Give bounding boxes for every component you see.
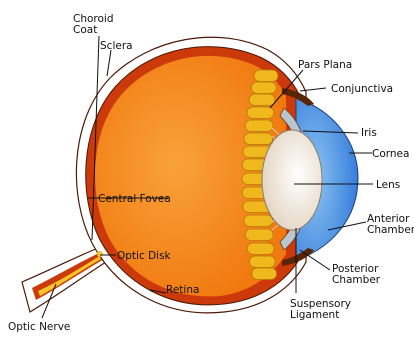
lens [262, 130, 322, 230]
label-pars-plana: Pars Plana [298, 59, 352, 71]
ciliary-lobe [250, 256, 276, 268]
ciliary-lobe [244, 215, 273, 227]
label-line: Cornea [372, 148, 409, 160]
ciliary-lobe [245, 120, 273, 132]
label-sclera: Sclera [100, 40, 133, 52]
label-line: Coat [73, 24, 97, 36]
label-conjunctiva: Conjunctiva [331, 83, 393, 95]
label-optic-disk: Optic Disk [117, 250, 172, 262]
label-line: Ligament [290, 309, 339, 321]
label-iris: Iris [361, 127, 377, 139]
leader-sclera [107, 50, 111, 76]
label-line: Sclera [100, 40, 133, 52]
ciliary-lobe [254, 70, 278, 82]
ciliary-lobe [245, 229, 273, 241]
ciliary-lobe [244, 133, 273, 145]
label-line: Pars Plana [298, 59, 352, 71]
optic-disk [97, 251, 103, 257]
label-line: Optic Nerve [8, 321, 70, 333]
label-line: Retina [166, 284, 199, 296]
label-lens: Lens [376, 179, 400, 191]
label-line: Central Fovea [98, 193, 171, 205]
label-line: Chamber [367, 224, 414, 236]
label-line: Chamber [332, 274, 381, 286]
label-retina: Retina [166, 284, 199, 296]
ciliary-lobe [252, 268, 277, 280]
optic-nerve [22, 248, 106, 312]
label-central-fovea: Central Fovea [98, 193, 171, 205]
label-line: Conjunctiva [331, 83, 393, 95]
label-optic-nerve: Optic Nerve [8, 321, 70, 333]
ciliary-lobe [247, 107, 274, 119]
label-cornea: Cornea [372, 148, 409, 160]
label-line: Optic Disk [117, 250, 172, 262]
ciliary-lobe [251, 82, 276, 94]
label-line: Lens [376, 179, 400, 191]
label-line: Iris [361, 127, 377, 139]
ciliary-lobe [247, 243, 274, 255]
ciliary-lobe [249, 94, 275, 106]
